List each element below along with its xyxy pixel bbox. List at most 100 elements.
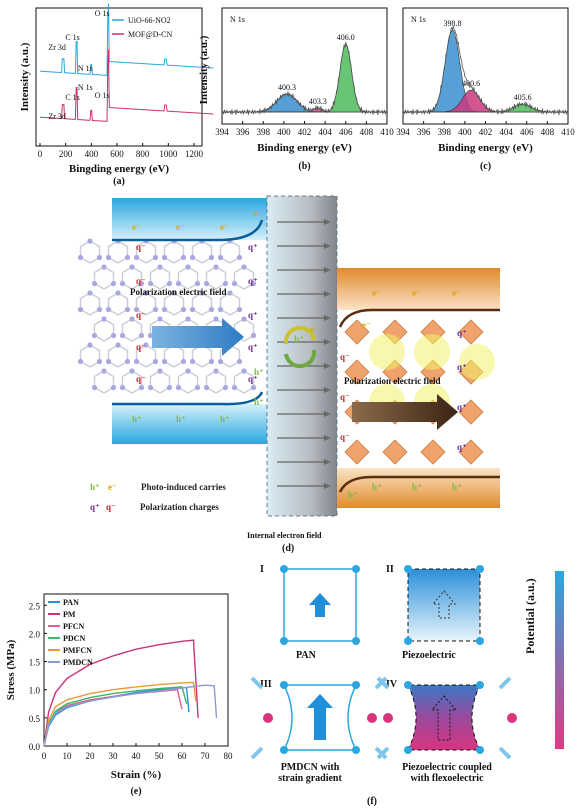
e-ylabel: Stress (MPa) xyxy=(5,639,17,700)
e-symbol: e⁻ xyxy=(108,482,117,492)
series-line-pan xyxy=(43,686,190,747)
charge-symbol: e⁻ xyxy=(132,222,141,232)
nitrogen-atom xyxy=(133,306,140,313)
a-ylabel: Intensity (a.u.) xyxy=(19,42,31,111)
nitrogen-atom xyxy=(185,368,191,374)
e-legend-label: PM xyxy=(63,610,76,619)
lattice-ring xyxy=(93,370,115,394)
mofdcn-spectrum xyxy=(40,49,214,122)
nitrogen-atom xyxy=(166,384,173,391)
nitrogen-atom xyxy=(115,342,121,348)
lattice-ring xyxy=(107,344,129,368)
charge-symbol: h⁺ xyxy=(412,482,422,492)
cn-lattice xyxy=(77,238,257,394)
lattice-ring xyxy=(177,266,199,290)
nitrogen-atom xyxy=(175,384,182,391)
zr-cluster xyxy=(458,399,484,425)
panel-b-xtick-label: 396 xyxy=(236,127,250,137)
panel-c-title: N 1s xyxy=(411,15,426,24)
nitrogen-atom xyxy=(152,254,159,261)
charge-symbol: e⁻ xyxy=(220,222,229,232)
panel-d-illustration: Polarization electric field Polarization… xyxy=(72,192,502,522)
nitrogen-atom xyxy=(231,384,238,391)
nitrogen-atom xyxy=(87,290,93,296)
nitrogen-atom xyxy=(189,358,196,365)
charge-symbol: e⁻ xyxy=(452,288,461,298)
qm-symbol: q⁻ xyxy=(106,502,116,512)
h-symbol: h⁺ xyxy=(90,482,100,492)
e-xtick-label: 80 xyxy=(224,751,234,761)
e-xtick-label: 30 xyxy=(109,751,119,761)
lattice-ring xyxy=(177,370,199,394)
nitrogen-atom xyxy=(217,358,224,365)
e-legend-label: PDCN xyxy=(63,634,85,643)
panel-b-envelope xyxy=(222,42,388,116)
nitrogen-atom xyxy=(129,368,135,374)
corner-node xyxy=(476,637,484,645)
panel-b-xtick-label: 402 xyxy=(298,127,312,137)
corner-node xyxy=(280,565,288,573)
f-caption-2: Piezoelectric xyxy=(402,650,456,661)
lattice-ring xyxy=(107,292,129,316)
corner-node xyxy=(476,746,484,754)
lattice-ring xyxy=(79,240,101,264)
e-ytick-label: 0.0 xyxy=(29,742,41,752)
lattice-ring xyxy=(79,292,101,316)
e-panel-label: (e) xyxy=(130,786,141,797)
nitrogen-atom xyxy=(105,306,112,313)
zr-cluster xyxy=(344,439,370,465)
conduction-band-right xyxy=(337,268,500,310)
charge-symbol: e⁻ xyxy=(412,288,421,298)
nitrogen-atom xyxy=(143,342,149,348)
charge-symbol: q⁻ xyxy=(340,432,350,442)
nitrogen-atom xyxy=(213,316,219,322)
charge-symbol: e⁻ xyxy=(372,288,381,298)
b-ylabel: Intensity (a.u.) xyxy=(198,35,210,104)
field-arrow-head xyxy=(324,291,331,297)
panel-e-frame xyxy=(43,593,229,747)
valence-band-right xyxy=(337,468,500,508)
nitrogen-atom xyxy=(157,368,163,374)
nitrogen-atom xyxy=(161,254,168,261)
nitrogen-atom xyxy=(129,264,135,270)
interface-panel xyxy=(266,195,338,517)
corner-node xyxy=(404,746,412,754)
panel-c-envelope xyxy=(403,25,569,116)
field-arrow-head xyxy=(324,243,331,249)
charge-symbol: h⁺ xyxy=(452,482,462,492)
flexo-box xyxy=(407,684,481,751)
charge-dot xyxy=(263,713,273,723)
strain-arrow xyxy=(250,746,264,760)
legend-charges: q⁺ q⁻ Polarization charges xyxy=(90,502,219,513)
panel-b-xtick-label: 406 xyxy=(339,127,353,137)
nitrogen-atom xyxy=(199,290,205,296)
a-xtick-label: 0 xyxy=(38,149,43,159)
panel-b-xtick-label: 394 xyxy=(215,127,229,137)
lattice-ring xyxy=(191,240,213,264)
e-xtick-label: 70 xyxy=(201,751,211,761)
nitrogen-atom xyxy=(96,358,103,365)
e-xtick-label: 40 xyxy=(132,751,142,761)
colorbar-label: Potential (a.u.) xyxy=(523,578,537,654)
e-xtick-label: 50 xyxy=(155,751,165,761)
corner-node xyxy=(280,681,288,689)
lattice-ring xyxy=(191,292,213,316)
strain-arrow xyxy=(498,746,512,760)
charge-symbol: h⁺ xyxy=(220,414,230,424)
lattice-ring xyxy=(191,344,213,368)
corner-node xyxy=(352,637,360,645)
a-xlabel: Bingding energy (eV) xyxy=(69,163,170,175)
panel-d-label: (d) xyxy=(282,543,295,554)
panel-c-fit-peak xyxy=(403,89,568,113)
charge-symbol: q⁻ xyxy=(136,342,146,352)
charge-symbol: q⁻ xyxy=(136,242,146,252)
f-caption-3: PMDCN with strain gradient xyxy=(278,762,342,784)
pan-arrow xyxy=(309,593,331,617)
charge-symbol: q⁻ xyxy=(136,374,146,384)
charge-symbol: q⁺ xyxy=(457,442,467,452)
panel-b-xtick-label: 410 xyxy=(380,127,394,137)
polarization-arrow-left xyxy=(152,318,244,356)
panel-c-peak-label: 405.6 xyxy=(514,93,532,102)
e-ytick-label: 2.5 xyxy=(29,601,41,611)
legend-text-bottom: MOF@D-CN xyxy=(128,30,172,39)
